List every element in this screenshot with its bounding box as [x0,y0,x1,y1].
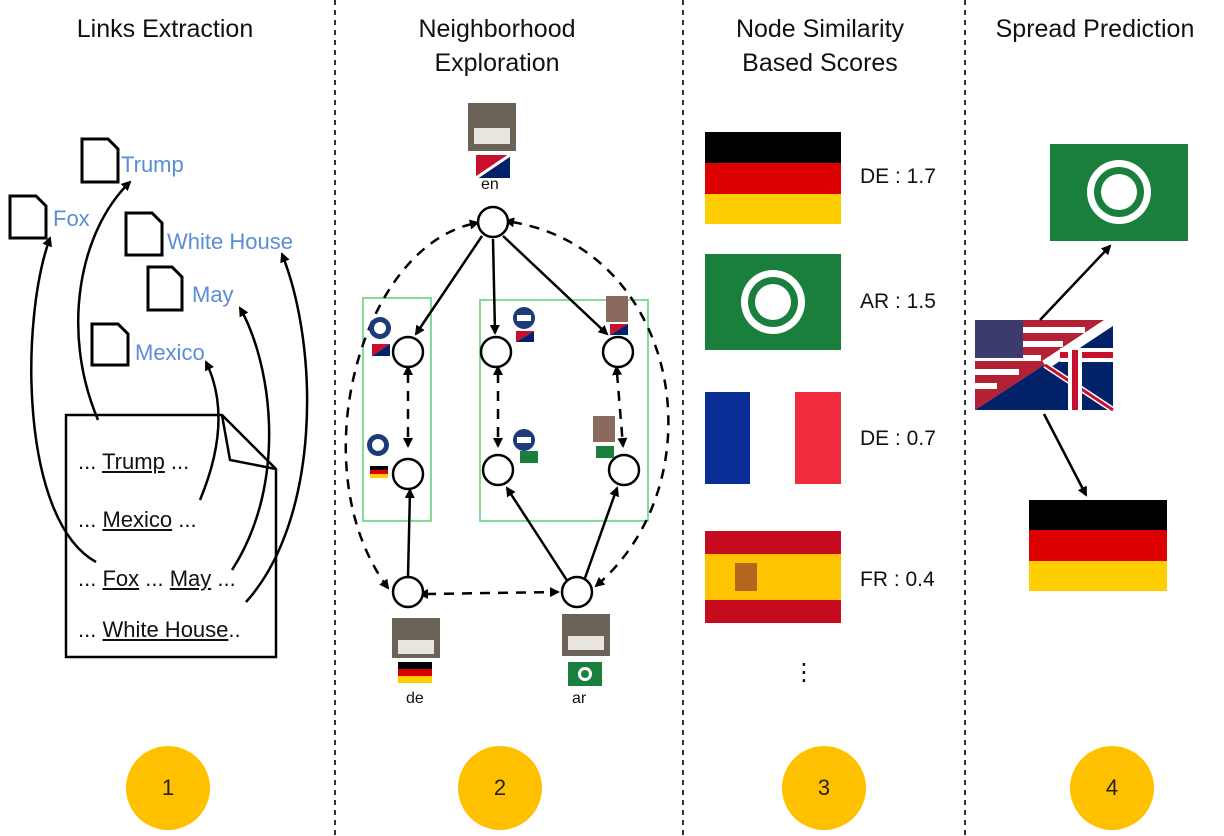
node-label-de: de [406,690,424,707]
arab-league-flag-icon-large [1050,144,1188,241]
node-de [391,575,425,609]
node-en [476,205,510,239]
node-label-ar: ar [572,690,587,707]
arrow-mexico [198,360,220,501]
us-uk-flag-icon-dhs [372,344,390,356]
dashed-arcs [344,217,670,599]
document-icons [8,137,184,367]
scores-ellipsis: ⋮ [792,659,816,686]
source-document [64,413,278,659]
anchor-trump: Trump [102,449,165,474]
germany-flag-icon-small [370,466,388,478]
link-arrows [30,180,309,603]
arrow-fox [30,236,97,564]
link-label-may: May [192,282,234,307]
title-neighborhood-exploration: Neighborhood Exploration [418,15,576,77]
column-separators [334,0,966,836]
link-label-trump: Trump [121,152,184,177]
node-dhs-de [391,457,425,491]
document-line-1: ... Trump ... [78,449,190,474]
graph-nodes [391,205,641,609]
france-flag-icon [705,392,841,484]
title-spread-prediction: Spread Prediction [995,15,1195,43]
link-label-mexico: Mexico [135,340,205,365]
score-label-1: DE : 1.7 [860,165,936,188]
us-uk-flag-icon-trump [610,324,628,335]
arab-league-flag-icon [705,254,841,350]
arc-de-ar [418,587,560,599]
score-label-4: FR : 0.4 [860,568,935,591]
spread-arrows [1039,244,1112,497]
document-icon-trump [80,137,120,184]
node-wh-ar [481,453,515,487]
arab-league-flag-icon-ar [568,662,602,686]
germany-flag-icon-de [398,662,432,683]
step-badge-3: 3 [782,746,866,830]
title-node-similarity: Node Similarity Based Scores [735,15,905,77]
document-icon-may [146,265,184,312]
node-ar [560,575,594,609]
trump-photo-icon [606,296,628,322]
arrow-white-house [245,252,309,603]
spain-flag-icon [705,531,841,623]
document-line-3: ... Fox ... May ... [78,566,236,591]
trump-photo-icon-2 [593,416,615,442]
node-wh-en [479,335,513,369]
title-links-extraction: Links Extraction [76,15,254,43]
us-uk-flag-icon-wh [516,331,534,342]
link-label-fox: Fox [53,206,90,231]
document-line-2: ... Mexico ... [78,507,197,532]
dash-right [612,365,628,448]
germany-flag-icon-large [1029,500,1167,591]
node-trump-en [601,335,635,369]
anchor-may: May [169,566,212,591]
arrow-may [230,306,271,571]
arc-en-de [344,219,480,590]
step-badge-1: 1 [126,746,210,830]
solid-edges [404,235,620,583]
arab-league-flag-icon-small [520,451,538,463]
anchor-white-house: White House [102,617,229,642]
link-label-white-house: White House [167,229,293,254]
document-icon-fox [8,194,48,240]
node-dhs-en [391,335,425,369]
arrow-trump [76,180,132,421]
document-icon-mexico [90,322,130,367]
document-icon-white-house [124,211,164,257]
step-badge-4: 4 [1070,746,1154,830]
us-uk-flag-icon-en [475,153,511,180]
anchor-fox: Fox [102,566,140,591]
node-label-en: en [481,176,499,193]
node-trump-ar [607,453,641,487]
small-flags [370,153,628,686]
score-label-3: DE : 0.7 [860,427,936,450]
germany-flag-icon [705,132,841,224]
us-uk-flag-icon-large [975,315,1116,413]
photo-thumbnails [367,103,628,658]
score-label-2: AR : 1.5 [860,290,936,313]
step-badge-2: 2 [458,746,542,830]
anchor-mexico: Mexico [102,507,173,532]
arab-league-flag-icon-small-2 [596,446,614,458]
document-line-4: ... White House.. [78,617,241,642]
